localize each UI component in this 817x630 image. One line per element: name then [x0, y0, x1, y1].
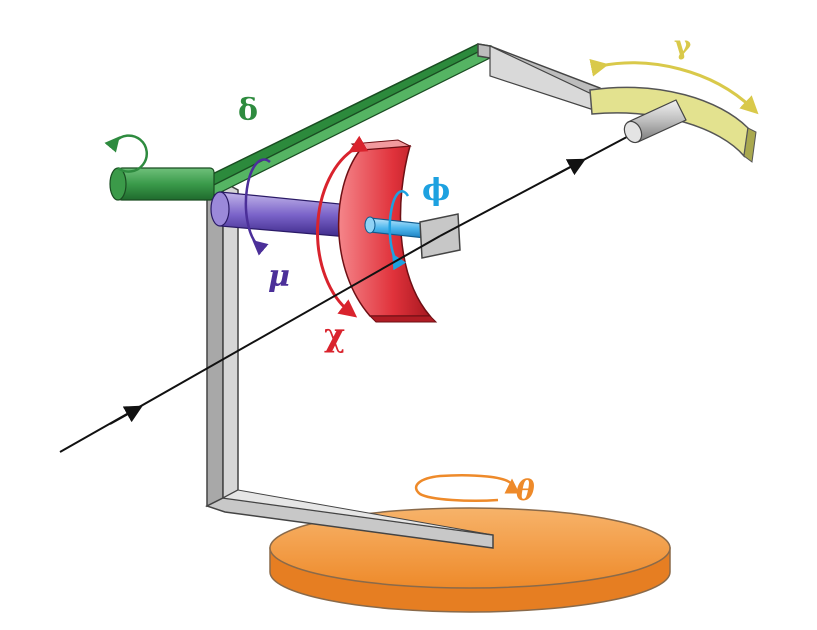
diffracted-beam [439, 129, 641, 237]
mu-label: μ [268, 259, 290, 294]
theta-label: θ [516, 474, 535, 507]
frame-post [205, 180, 494, 549]
gamma-arm [477, 43, 601, 113]
phi-label: ϕ [422, 173, 450, 208]
chi-label: χ [324, 316, 345, 354]
delta-rod [109, 167, 215, 201]
theta-rotation-arrow [414, 474, 520, 502]
delta-label: δ [238, 93, 258, 128]
gamma-rotation-arrow [589, 58, 759, 115]
incident-beam-arrow [109, 405, 143, 425]
diffracted-beam-arrow [549, 158, 586, 179]
gamma-label: γ [674, 31, 692, 61]
delta-rotation-arrow [104, 134, 148, 173]
mu-rotation-arrow [244, 158, 271, 256]
phi-rotation-arrow [388, 190, 410, 271]
chi-rotation-arrow [316, 135, 369, 318]
